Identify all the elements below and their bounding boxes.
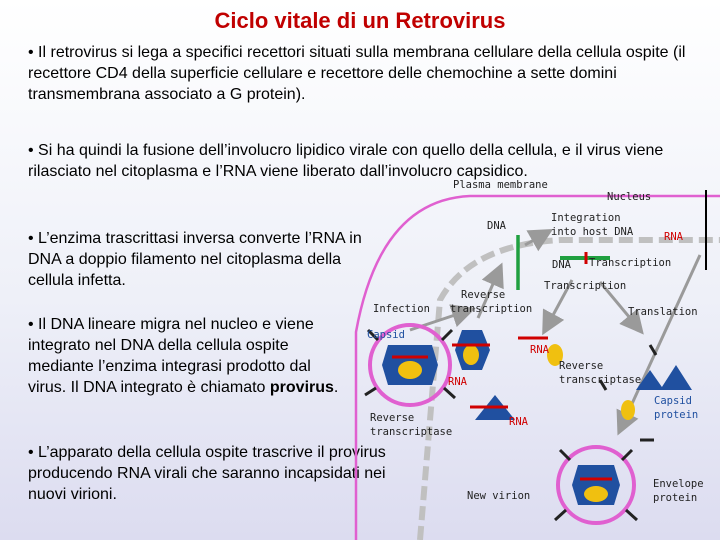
label-transcription-3: transcription [450,303,532,315]
capsid-protein-triangle-2 [660,365,692,390]
plasma-membrane-arc [356,196,720,540]
reverse-transcriptase-blob-3 [621,400,635,420]
reverse-transcriptase-blob-1 [463,345,479,365]
label-rna-1: RNA [530,344,550,356]
label-integration: Integration [551,212,621,224]
label-envelope: Envelope [653,478,704,490]
arrow-integration [525,232,548,245]
paragraph-transcription: • L’apparato della cellula ospite trascr… [28,442,398,505]
capsid-fragment-left [455,330,490,370]
reverse-transcriptase-blob-2 [547,344,563,366]
paragraph-integration: • Il DNA lineare migra nel nucleo e vien… [28,314,350,398]
arrow-reverse-transcription [478,268,500,318]
label-reverse-2: Reverse [559,360,603,372]
label-new-virion: New virion [467,490,530,502]
arrow-infection [410,310,470,330]
label-capsid: Capsid [367,329,405,341]
label-transcriptase-2: transcriptase [370,426,452,438]
label-rna-2: RNA [448,376,468,388]
label-reverse-3: Reverse [370,412,414,424]
label-reverse: Reverse [461,289,505,301]
label-infection: Infection [373,303,430,315]
label-into-host-dna: into host DNA [551,226,634,238]
label-rna-nucleus: RNA [664,231,684,243]
nucleus-membrane-arc [420,240,720,540]
label-rna-3: RNA [509,416,529,428]
provirus-term: provirus [270,379,334,396]
label-transcriptase-1: transcriptase [559,374,641,386]
paragraph-reverse-transcriptase: • L’enzima trascrittasi inversa converte… [28,228,386,291]
infecting-virion [365,325,455,405]
envelope-protein-2 [600,380,606,390]
label-transcription-2: Transcription [544,280,626,292]
new-virion [555,447,637,523]
label-transcription-1: Transcription [589,257,671,269]
label-capsid-2: Capsid [654,395,692,407]
capsid-protein-triangle-1 [636,370,664,390]
arrow-translation [600,282,640,330]
label-dna-2: DNA [552,259,572,271]
arrow-transcription-out [545,280,572,330]
paragraph-integration-end: . [334,379,338,396]
capsid-protein-triangle-3 [475,395,515,420]
label-protein-2: protein [653,492,697,504]
slide-title: Ciclo vitale di un Retrovirus [0,8,720,34]
paragraph-fusion: • Si ha quindi la fusione dell’involucro… [28,140,678,182]
arrow-assembly [620,255,700,430]
label-nucleus: Nucleus [607,191,651,203]
paragraph-binding: • Il retrovirus si lega a specifici rece… [28,42,698,105]
envelope-protein-1 [650,345,656,355]
label-dna-1: DNA [487,220,507,232]
label-translation: Translation [628,306,698,318]
label-protein: protein [654,409,698,421]
